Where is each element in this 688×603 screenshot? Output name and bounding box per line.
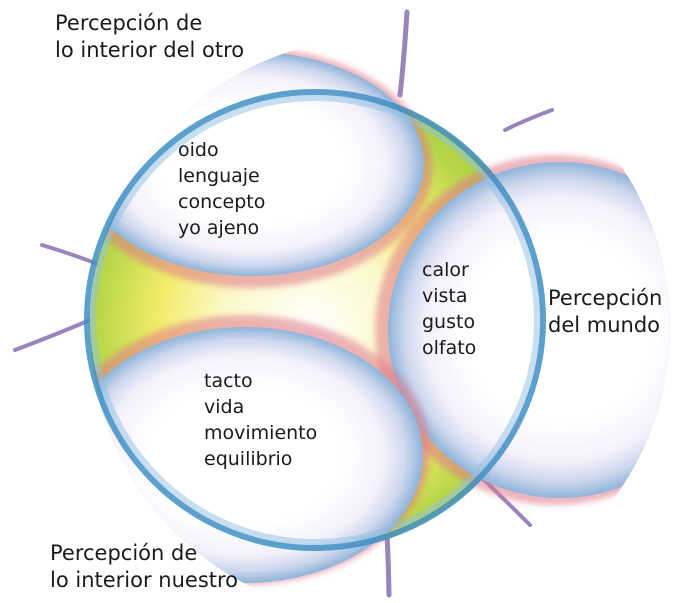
sense-item: movimiento xyxy=(204,422,318,444)
label-perception-of-self: Percepción de lo interior nuestro xyxy=(50,541,239,592)
sense-item: lenguaje xyxy=(178,165,260,187)
label-perception-of-world: Percepción del mundo xyxy=(548,286,663,337)
sense-item: oido xyxy=(178,139,219,161)
sense-item: olfato xyxy=(422,337,477,359)
sense-item: equilibrio xyxy=(204,448,293,470)
spike-rays xyxy=(13,9,554,598)
lobe-right-senses: calor vista gusto olfato xyxy=(422,257,476,361)
sense-item: vida xyxy=(204,396,245,418)
lobe-right xyxy=(375,155,670,505)
sense-item: tacto xyxy=(204,370,253,392)
sense-item: gusto xyxy=(422,311,476,333)
circle-body xyxy=(90,48,670,585)
label-perception-of-other: Percepción de lo interior del otro xyxy=(55,11,245,62)
sense-item: calor xyxy=(422,259,469,281)
sense-item: yo ajeno xyxy=(178,217,260,239)
sense-item: vista xyxy=(422,285,468,307)
lobe-upper-senses: oido lenguaje concepto yo ajeno xyxy=(178,137,265,241)
lobe-lower-senses: tacto vida movimiento equilibrio xyxy=(204,368,317,472)
sense-item: concepto xyxy=(178,191,266,213)
outer-rim xyxy=(84,89,546,551)
